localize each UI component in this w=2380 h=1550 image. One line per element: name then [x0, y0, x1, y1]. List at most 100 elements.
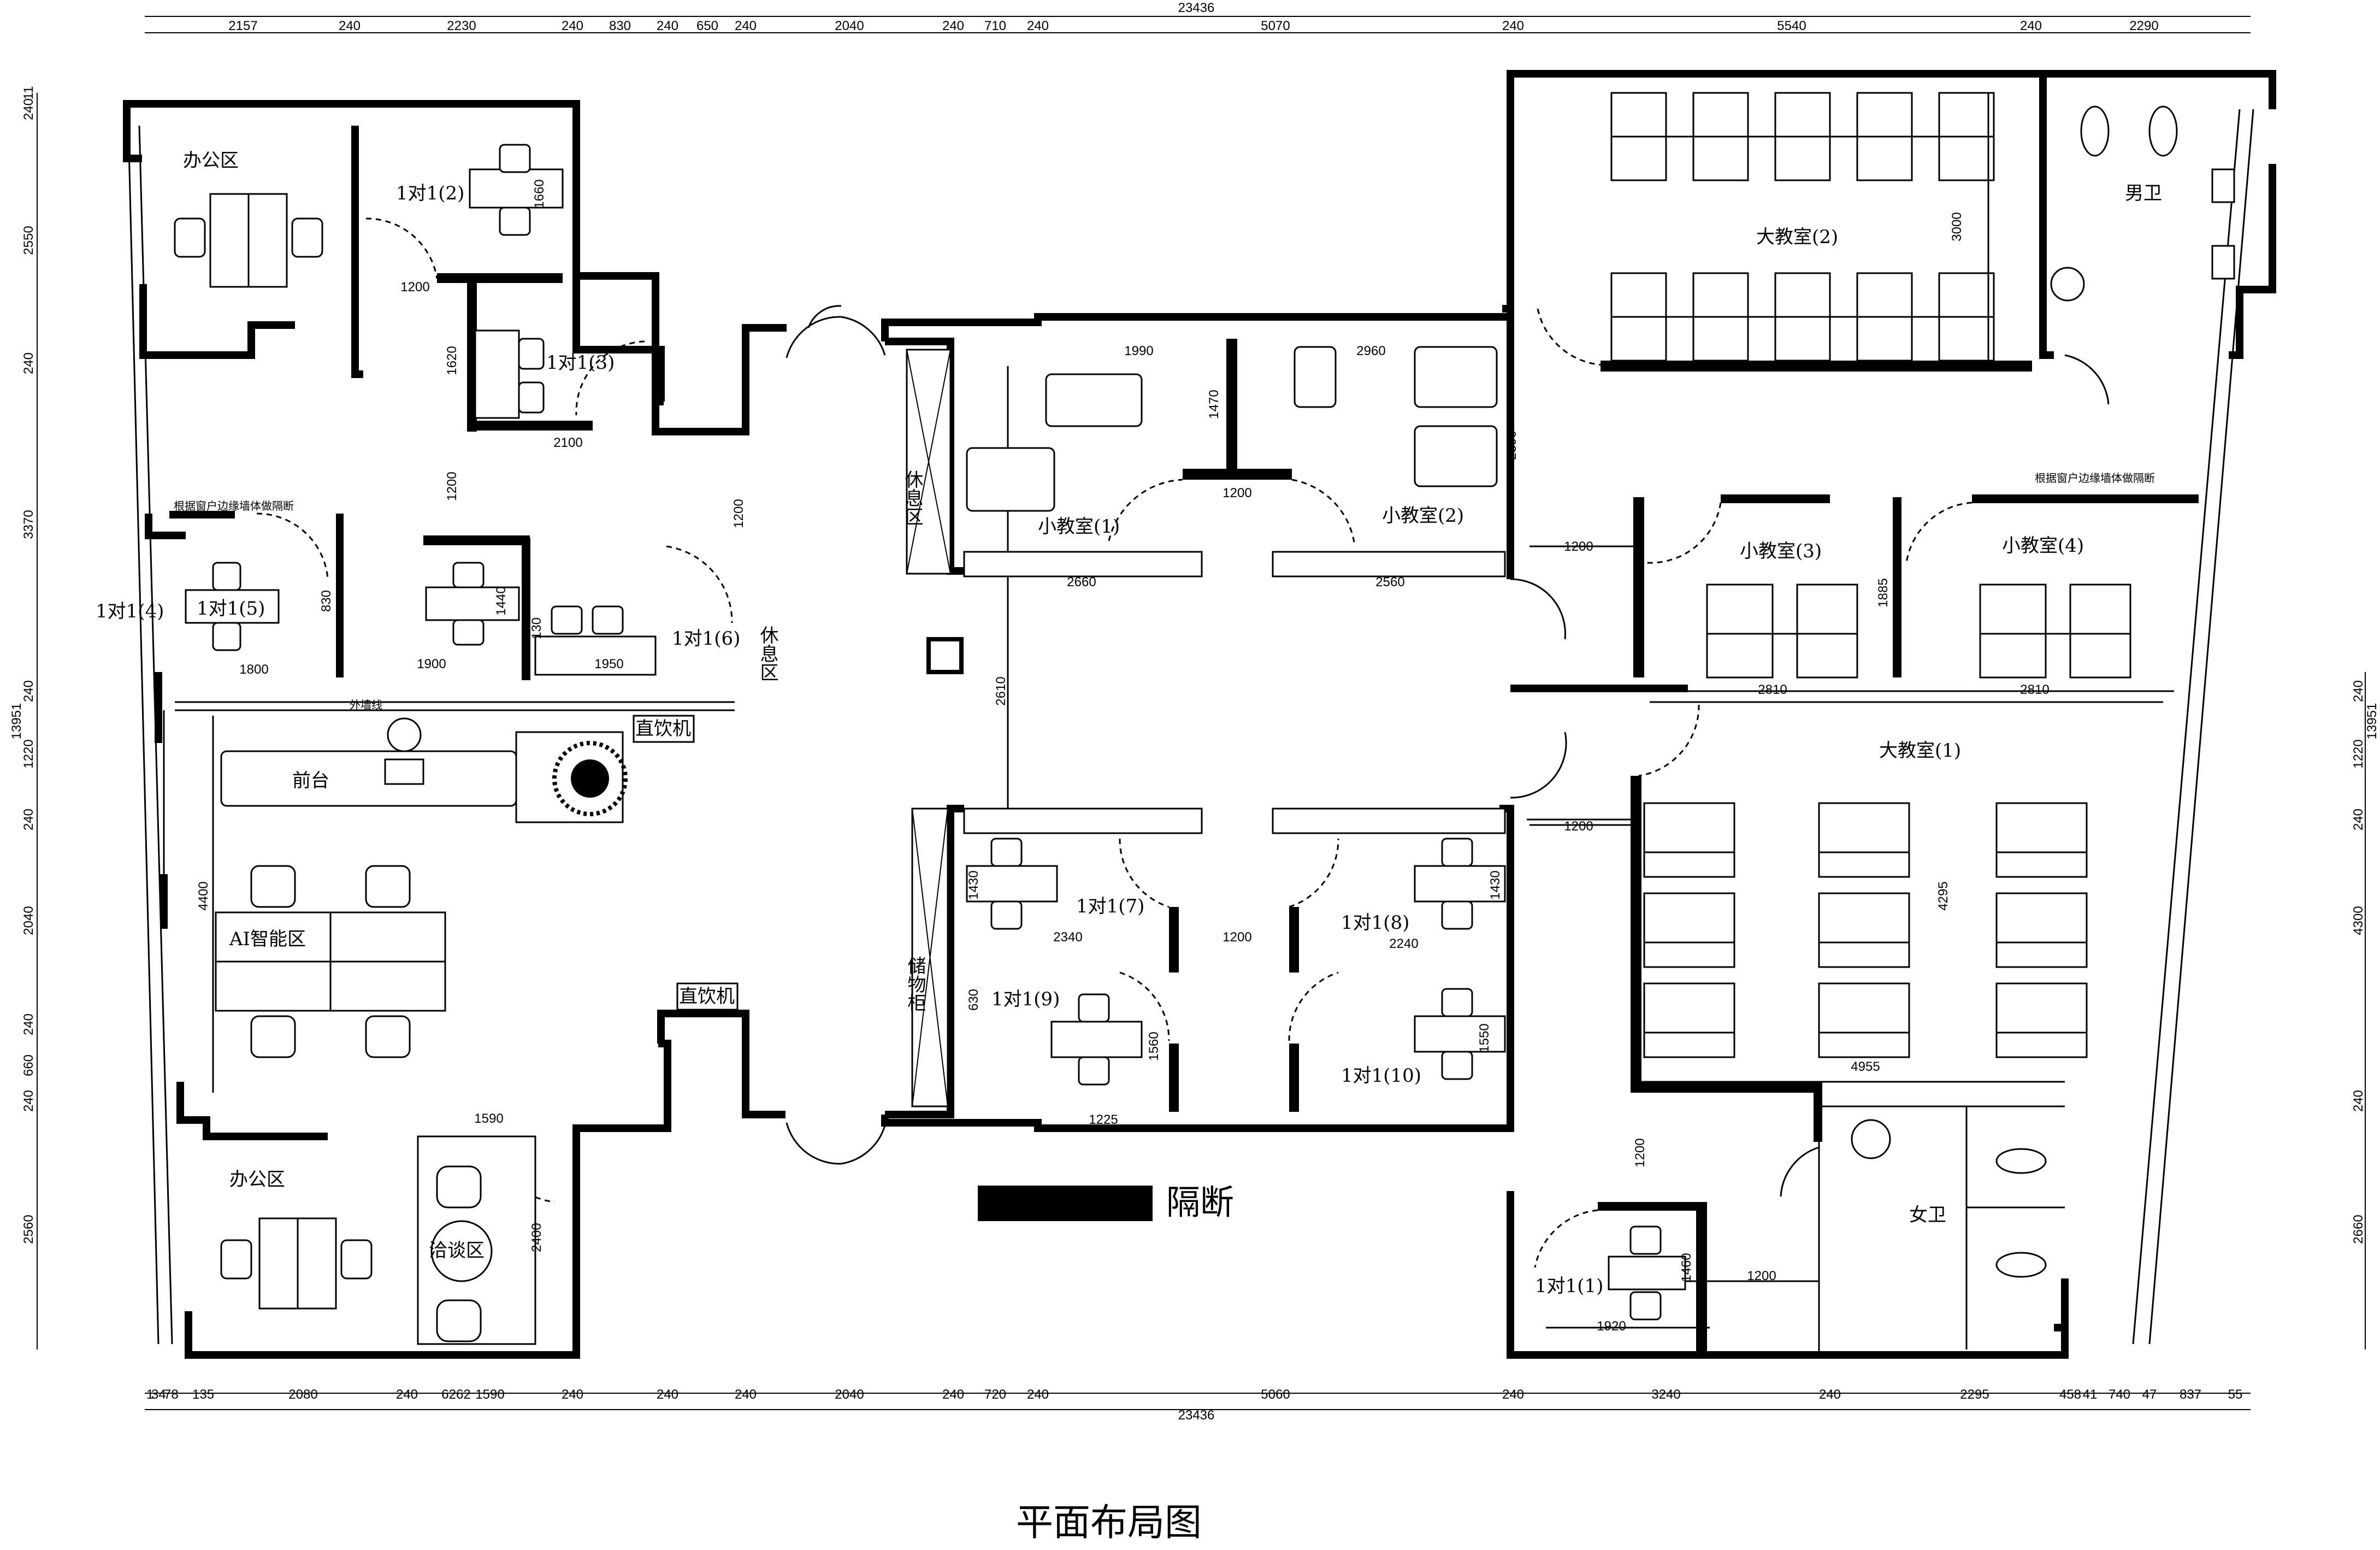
dim-total-bottom: 23436 — [1178, 1408, 1215, 1423]
dim-label: 1200 — [1564, 539, 1593, 554]
window-note-left: 根据窗户边缘墙体做隔断 — [174, 499, 294, 512]
water-dispenser-1-label: 直饮机 — [635, 718, 691, 740]
womens-restroom-label: 女卫 — [1909, 1204, 1946, 1226]
dims-left: 240 11 2550 240 3370 240 1220 240 2040 2… — [9, 86, 36, 1244]
dim-label: 1220 — [21, 739, 36, 768]
dim-label: 458 — [2059, 1387, 2081, 1402]
dim-label: 240 — [1502, 19, 1524, 33]
dim-label: 3000 — [1950, 212, 1964, 241]
dim-label: 13951 — [9, 703, 24, 740]
dim-label: 1200 — [1747, 1269, 1776, 1283]
dim-label: 3240 — [1651, 1387, 1680, 1402]
dim-label: 6262 — [441, 1387, 470, 1402]
dim-label: 240 — [396, 1387, 418, 1402]
walls — [123, 70, 2276, 1359]
one-on-one-5-label: 1对1(5) — [197, 598, 265, 620]
dim-label: 4300 — [2351, 906, 2366, 935]
dim-label: 1950 — [594, 657, 623, 671]
dim-label: 1800 — [239, 662, 268, 677]
dim-label: 1200 — [1223, 486, 1251, 500]
one-on-one-1-label: 1对1(1) — [1535, 1275, 1603, 1297]
dim-label: 1620 — [445, 346, 459, 375]
dim-label: 2040 — [835, 19, 864, 33]
dim-label: 240 — [21, 352, 36, 374]
dim-label: 240 — [657, 1387, 678, 1402]
dim-label: 3370 — [21, 510, 36, 539]
plan-title: 平面布局图 — [1016, 1501, 1202, 1545]
small-classroom-4-label: 小教室(4) — [2002, 535, 2084, 557]
rest-area-1-label: 休息区 — [901, 470, 923, 526]
dim-label: 720 — [984, 1387, 1006, 1402]
dim-label: 240 — [1819, 1387, 1841, 1402]
office-top-label: 办公区 — [183, 150, 239, 172]
dimension-lines — [37, 16, 2366, 1410]
dim-label: 1920 — [1597, 1319, 1626, 1334]
reception-label: 前台 — [292, 770, 329, 792]
dim-label: 2610 — [994, 676, 1008, 705]
dim-label: 1550 — [1477, 1023, 1492, 1052]
dim-label: 837 — [2180, 1387, 2201, 1402]
dim-label: 2100 — [553, 435, 582, 450]
dim-label: 2550 — [21, 226, 36, 255]
dim-label: 2230 — [447, 19, 476, 33]
dim-label: 4400 — [196, 881, 211, 910]
dim-label: 240 — [2351, 809, 2366, 830]
one-on-one-6-label: 1对1(6) — [672, 628, 740, 650]
dim-label: 2290 — [2129, 19, 2158, 33]
dim-label: 1440 — [494, 586, 509, 615]
dim-label: 2560 — [1375, 575, 1404, 590]
dim-label: 41 — [2083, 1387, 2098, 1402]
mens-restroom-label: 男卫 — [2125, 182, 2162, 204]
dim-label: 1885 — [1876, 578, 1891, 607]
dim-label: 240 — [942, 1387, 964, 1402]
dim-label: 240 — [942, 19, 964, 33]
one-on-one-9-label: 1对1(9) — [991, 988, 1060, 1010]
one-on-one-2-label: 1对1(2) — [396, 182, 464, 204]
dim-label: 4955 — [1851, 1059, 1880, 1074]
dim-label: 240 — [562, 1387, 583, 1402]
window-note-right: 根据窗户边缘墙体做隔断 — [2035, 472, 2155, 485]
dim-label: 2660 — [1067, 575, 1096, 590]
dim-label: 1220 — [2351, 739, 2366, 768]
furniture — [174, 92, 2235, 1345]
dim-label: 630 — [966, 989, 981, 1011]
dim-label: 240 — [1027, 1387, 1049, 1402]
dim-label: 1900 — [417, 657, 446, 671]
dim-label: 240 — [2351, 1090, 2366, 1112]
dims-bottom: 1 34 78 135 2080 240 6262 1590 240 240 2… — [146, 1387, 2242, 1402]
small-classroom-2-label: 小教室(2) — [1382, 505, 1464, 527]
dim-label: 1 — [146, 1387, 153, 1402]
desk-grid-big2 — [1610, 92, 1995, 362]
dim-label: 2660 — [2351, 1215, 2366, 1243]
dim-label: 1430 — [1488, 870, 1503, 899]
interior-lines — [163, 366, 2174, 1355]
dim-label: 13951 — [2365, 703, 2379, 740]
one-on-one-8-label: 1对1(8) — [1341, 912, 1409, 934]
dims-right: 240 1220 240 4300 240 2660 13951 — [2351, 680, 2379, 1244]
storage-label: 储物柜 — [904, 956, 926, 1012]
dim-label: 2400 — [529, 1223, 544, 1252]
dim-label: 240 — [21, 1013, 36, 1035]
dim-label: 710 — [984, 19, 1006, 33]
water-dispenser-2-label: 直饮机 — [679, 986, 735, 1007]
one-on-one-7-label: 1对1(7) — [1076, 895, 1144, 917]
dim-label: 4295 — [1936, 881, 1951, 910]
dim-label: 240 — [21, 1090, 36, 1112]
dim-label: 5060 — [1261, 1387, 1290, 1402]
dim-label: 2810 — [1758, 682, 1787, 697]
dim-label: 240 — [735, 1387, 757, 1402]
dim-label: 1590 — [474, 1111, 503, 1126]
dim-label: 1990 — [1124, 344, 1153, 358]
dim-label: 1660 — [532, 179, 547, 208]
dim-label: 240 — [21, 98, 36, 120]
dim-label: 5540 — [1777, 19, 1806, 33]
exterior-wall-note: 外墙线 — [350, 698, 382, 711]
dim-label: 1590 — [475, 1387, 504, 1402]
dim-label: 240 — [735, 19, 757, 33]
big-classroom-2-label: 大教室(2) — [1756, 226, 1838, 248]
dim-label: 240 — [657, 19, 678, 33]
dim-label: 2390 — [1504, 431, 1519, 459]
dim-label: 240 — [339, 19, 361, 33]
dim-label: 2810 — [2020, 682, 2049, 697]
